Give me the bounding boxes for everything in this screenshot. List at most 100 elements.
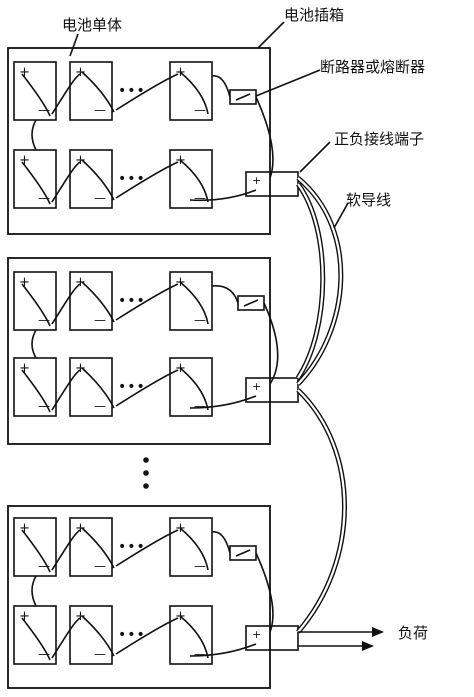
terminal-wire: [255, 96, 274, 179]
soft-wire-1b: [295, 182, 326, 380]
vertical-dot: [143, 470, 149, 476]
cell-0-1-0: +—: [13, 149, 57, 209]
soft-wire-1-inner: [297, 177, 342, 385]
ellipsis-dots: •••: [118, 627, 146, 643]
cell-wire: [51, 529, 81, 571]
minus-sign: —: [94, 313, 106, 327]
minus-sign: —: [38, 313, 50, 327]
soft-wire-2-inner: [297, 389, 346, 633]
terminal-plus: +: [252, 174, 261, 187]
cell-0-0-0: +—: [13, 61, 57, 121]
plus-sign: +: [75, 521, 86, 536]
vertical-dot: [143, 483, 149, 489]
cell-wire: [81, 527, 115, 569]
cell-0-0-1: +—: [69, 61, 113, 121]
plus-sign: +: [19, 361, 30, 376]
plus-sign: +: [19, 65, 30, 80]
ellipsis-dots: •••: [118, 293, 146, 309]
cell-wire: [51, 161, 81, 203]
battery-box-2: [7, 505, 271, 689]
cell-2-0-1: +—: [69, 517, 113, 577]
minus-sign: —: [194, 103, 206, 117]
leader-breaker: [255, 69, 321, 97]
cell-body: [169, 517, 213, 577]
minus-sign: —: [94, 647, 106, 661]
cell-wire: [81, 367, 115, 409]
cell-body: [13, 149, 57, 209]
plus-sign: +: [19, 521, 30, 536]
minus-sign: —: [38, 399, 50, 413]
cell-wire: [179, 615, 209, 659]
cell-wire: [81, 71, 115, 113]
terminal-plus: +: [252, 628, 261, 641]
cell-wire: [21, 161, 51, 205]
ellipsis-dots: •••: [118, 379, 146, 395]
minus-sign: —: [94, 103, 106, 117]
cell-wire: [21, 369, 51, 413]
plus-sign: +: [75, 65, 86, 80]
plus-sign: +: [19, 609, 30, 624]
minus-sign: —: [194, 313, 206, 327]
minus-sign: —: [38, 103, 50, 117]
cell-body: [13, 61, 57, 121]
cell-body: [69, 149, 113, 209]
cell-wire: [51, 283, 81, 325]
cell-wire: [115, 73, 179, 111]
leader-terminal: [299, 141, 331, 173]
cell-body: [169, 61, 213, 121]
cell-wire: [179, 159, 209, 203]
cell-body: [69, 271, 113, 331]
cell-wire: [179, 367, 209, 411]
breaker-wire: [211, 75, 231, 98]
terminal-wire: [263, 302, 279, 385]
arrow-positive: [372, 627, 384, 637]
soft-wire-1b-inner: [297, 183, 324, 379]
plus-sign: +: [75, 361, 86, 376]
cell-1-0-1: +—: [69, 271, 113, 331]
terminal-wire: [189, 189, 257, 202]
cell-wire: [81, 615, 115, 657]
cell-body: [169, 605, 213, 665]
breaker-switch: [235, 549, 251, 557]
plus-sign: +: [75, 609, 86, 624]
cell-wire: [21, 617, 51, 661]
cell-wire: [51, 617, 81, 659]
cell-body: [13, 517, 57, 577]
cell-wire: [51, 73, 81, 115]
row-link-wire: [31, 329, 37, 359]
cell-0-1-1: +—: [69, 149, 113, 209]
cell-1-0-0: +—: [13, 271, 57, 331]
plus-sign: +: [75, 275, 86, 290]
cell-body: [69, 605, 113, 665]
row-link-wire: [31, 119, 37, 151]
breaker-switch: [235, 93, 251, 101]
cell-wire: [115, 369, 179, 407]
minus-sign: —: [38, 559, 50, 573]
cell-wire: [115, 529, 179, 567]
cell-2-0-0: +—: [13, 517, 57, 577]
cell-wire: [21, 73, 51, 117]
cell-1-1-0: +—: [13, 357, 57, 417]
cell-wire: [179, 527, 209, 571]
arrow-negative: [362, 641, 374, 651]
cell-2-1-1: +—: [69, 605, 113, 665]
minus-sign: —: [38, 191, 50, 205]
label-breaker: 断路器或熔断器: [320, 58, 426, 76]
cell-body: [169, 149, 213, 209]
plus-sign: +: [75, 153, 86, 168]
ellipsis-dots: •••: [118, 171, 146, 187]
terminal-plus: +: [252, 380, 261, 393]
cell-0-0-2: +—: [169, 61, 213, 121]
soft-wire-2: [296, 388, 347, 634]
terminal-wire: [189, 643, 257, 657]
cell-wire: [81, 281, 115, 323]
cell-body: [69, 61, 113, 121]
cell-body: [13, 271, 57, 331]
vertical-dot: [143, 457, 149, 463]
cell-wire: [21, 283, 51, 327]
breaker-wire: [211, 285, 239, 304]
minus-sign: —: [94, 559, 106, 573]
leader-cell: [69, 33, 79, 57]
minus-sign: —: [94, 191, 106, 205]
